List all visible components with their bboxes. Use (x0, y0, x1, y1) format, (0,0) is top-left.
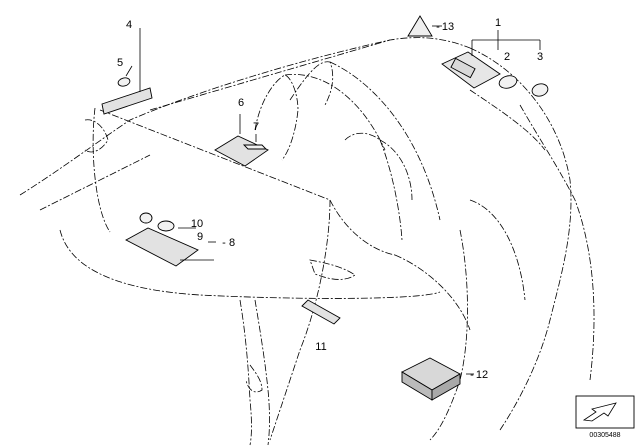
callout-9: 9 (197, 231, 203, 243)
callout-5: 5 (117, 57, 123, 69)
callout-dash-13: - (436, 21, 440, 33)
callout-6: 6 (238, 97, 244, 109)
callout-3: 3 (537, 51, 543, 63)
reading-light (214, 135, 269, 167)
callout-4: 4 (126, 19, 132, 31)
first-aid-kit-icon (401, 357, 461, 401)
rear-interior-light (441, 51, 501, 89)
callout-8: 8 (229, 237, 235, 249)
warning-triangle-icon (407, 15, 433, 37)
callout-dash-12: - (470, 369, 474, 381)
callout-1: 1 (495, 17, 501, 29)
leader-lines (125, 25, 541, 375)
callout-12: 12 (476, 369, 488, 381)
bulb-icon (531, 83, 549, 97)
callout-10: 10 (191, 218, 203, 230)
bulb-icon (139, 212, 153, 224)
callout-13: 13 (442, 21, 454, 33)
callout-dash-8: - (222, 237, 226, 249)
car-outline (19, 37, 595, 446)
interior-light-unit (125, 227, 199, 267)
document-number: 00305488 (589, 432, 620, 439)
callout-2: 2 (504, 51, 510, 63)
luggage-compartment-light (301, 299, 341, 325)
footwell-light (101, 87, 153, 115)
bulb-icon (157, 220, 175, 232)
bulb-icon (242, 144, 268, 150)
callout-11: 11 (315, 341, 326, 353)
bulb-icon (498, 75, 518, 89)
callout-7: 7 (253, 121, 259, 133)
bulb-icon (117, 77, 131, 87)
navigation-arrow-icon (575, 395, 635, 429)
